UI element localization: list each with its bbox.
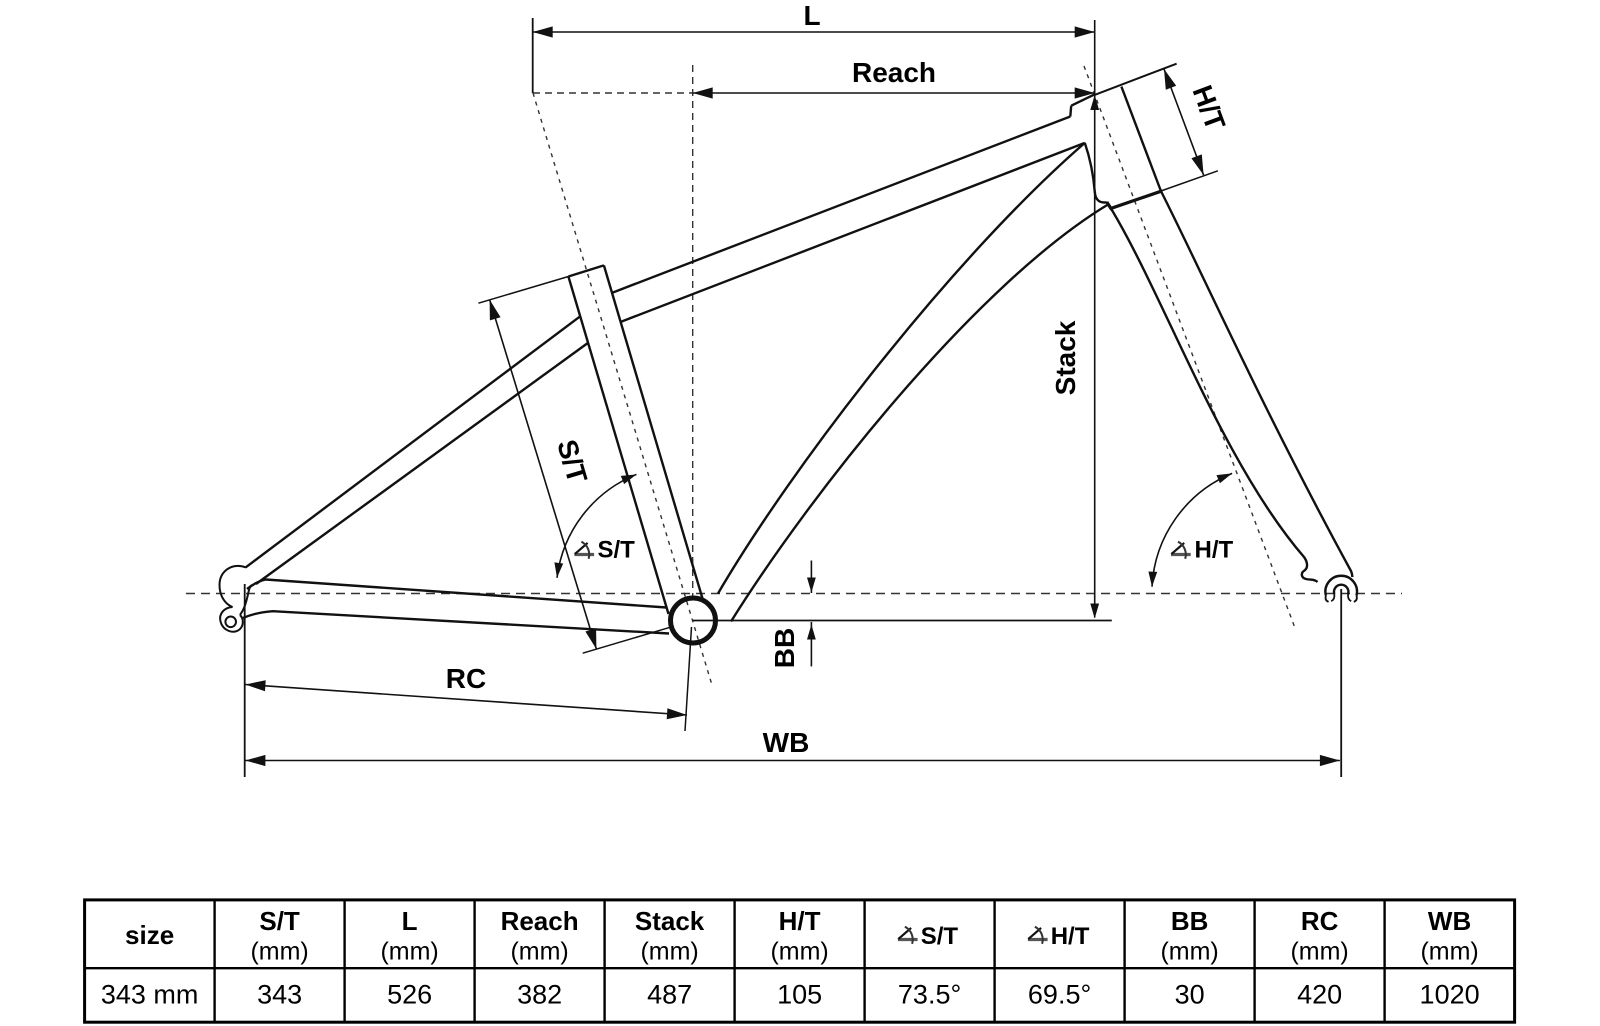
svg-text:526: 526 xyxy=(387,980,432,1010)
svg-text:size: size xyxy=(125,920,174,950)
svg-text:1020: 1020 xyxy=(1420,980,1480,1010)
svg-text:(mm): (mm) xyxy=(1420,938,1478,966)
svg-text:487: 487 xyxy=(647,980,692,1010)
svg-text:30: 30 xyxy=(1175,980,1205,1010)
svg-text:105: 105 xyxy=(777,980,822,1010)
svg-text:(mm): (mm) xyxy=(770,938,828,966)
svg-text:382: 382 xyxy=(517,980,562,1010)
svg-text:(mm): (mm) xyxy=(1290,938,1348,966)
svg-text:(mm): (mm) xyxy=(640,938,698,966)
svg-text:343 mm: 343 mm xyxy=(101,980,199,1010)
svg-text:(mm): (mm) xyxy=(1160,938,1218,966)
svg-text:RC: RC xyxy=(446,663,486,694)
svg-text:343: 343 xyxy=(257,980,302,1010)
svg-text:Reach: Reach xyxy=(501,906,579,936)
svg-text:WB: WB xyxy=(1428,906,1471,936)
svg-text:L: L xyxy=(402,906,418,936)
svg-text:Stack: Stack xyxy=(635,906,705,936)
svg-text:69.5°: 69.5° xyxy=(1028,980,1091,1010)
svg-text:(mm): (mm) xyxy=(250,938,308,966)
svg-text:S/T: S/T xyxy=(598,537,636,564)
svg-text:RC: RC xyxy=(1301,906,1339,936)
svg-text:WB: WB xyxy=(763,727,810,758)
svg-text:S/T: S/T xyxy=(259,906,300,936)
svg-text:73.5°: 73.5° xyxy=(898,980,961,1010)
svg-text:H/T: H/T xyxy=(1051,923,1090,950)
svg-text:Stack: Stack xyxy=(1050,320,1081,395)
svg-text:(mm): (mm) xyxy=(380,938,438,966)
svg-text:H/T: H/T xyxy=(779,906,821,936)
svg-text:S/T: S/T xyxy=(921,923,959,950)
svg-text:(mm): (mm) xyxy=(510,938,568,966)
svg-text:420: 420 xyxy=(1297,980,1342,1010)
svg-text:BB: BB xyxy=(769,628,800,668)
svg-text:Reach: Reach xyxy=(852,57,936,88)
svg-text:BB: BB xyxy=(1171,906,1209,936)
svg-text:L: L xyxy=(803,0,820,31)
svg-text:H/T: H/T xyxy=(1195,537,1234,564)
